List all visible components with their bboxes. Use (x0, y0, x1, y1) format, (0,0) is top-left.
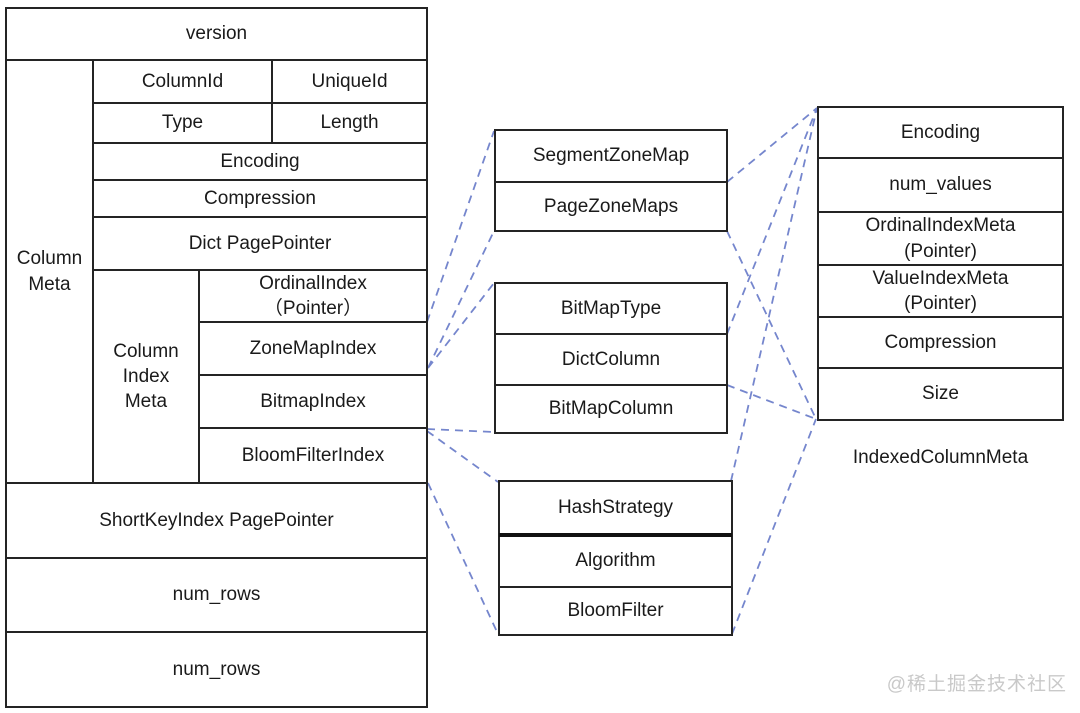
cell-bloom-filter-border (498, 586, 733, 636)
cell-type-border (92, 102, 273, 144)
connector-dashed-line (427, 482, 499, 635)
connector-dashed-line (726, 107, 818, 183)
cell-columnid-border (92, 59, 273, 104)
connector-dashed-line (726, 230, 817, 420)
cell-num-rows-2-border (5, 631, 428, 708)
cell-icm-size-border (817, 367, 1064, 421)
connector-dashed-line (426, 428, 495, 433)
cell-icm-compression-border (817, 316, 1064, 369)
cell-num-rows-1-border (5, 557, 428, 633)
watermark-text: @稀土掘金技术社区 (886, 673, 1067, 695)
connector-dashed-line (426, 430, 499, 483)
connector-dashed-line (726, 107, 818, 335)
connector-dashed-line (731, 418, 817, 635)
cell-algorithm-border (498, 534, 733, 588)
cell-bloomfilter-index-border (198, 427, 428, 484)
cell-ordinal-index-border (198, 269, 428, 323)
cell-hash-strategy-border (498, 480, 733, 536)
connector-dashed-line (426, 130, 495, 323)
cell-icm-num-values-border (817, 157, 1064, 213)
connector-dashed-line (427, 282, 495, 369)
cell-bitmap-column-border (494, 384, 728, 434)
cell-zonemap-index-border (198, 321, 428, 376)
cell-version-border (5, 7, 428, 61)
cell-shortkeyindex-border (5, 482, 428, 559)
cell-page-zonemaps-border (494, 181, 728, 232)
cell-dict-pagepointer-border (92, 216, 428, 271)
cell-bitmap-index-border (198, 374, 428, 429)
cell-uniqueid-border (271, 59, 428, 104)
cell-column-meta-border (5, 59, 94, 484)
connector-dashed-line (730, 107, 818, 482)
connector-dashed-line (726, 384, 817, 420)
cell-compression-border (92, 179, 428, 218)
cell-length-border (271, 102, 428, 144)
cell-dict-column-border (494, 333, 728, 386)
cell-icm-encoding-border (817, 106, 1064, 159)
indexed-column-meta-label: IndexedColumnMeta (852, 447, 1029, 468)
cell-bitmap-type-border (494, 282, 728, 335)
cell-encoding-border (92, 142, 428, 181)
cell-segment-zonemap-border (494, 129, 728, 183)
connector-dashed-line (427, 230, 495, 369)
cell-column-index-meta-border (92, 269, 200, 484)
cell-icm-value-indexmeta-border (817, 264, 1064, 318)
cell-icm-ordinal-indexmeta-border (817, 211, 1064, 266)
